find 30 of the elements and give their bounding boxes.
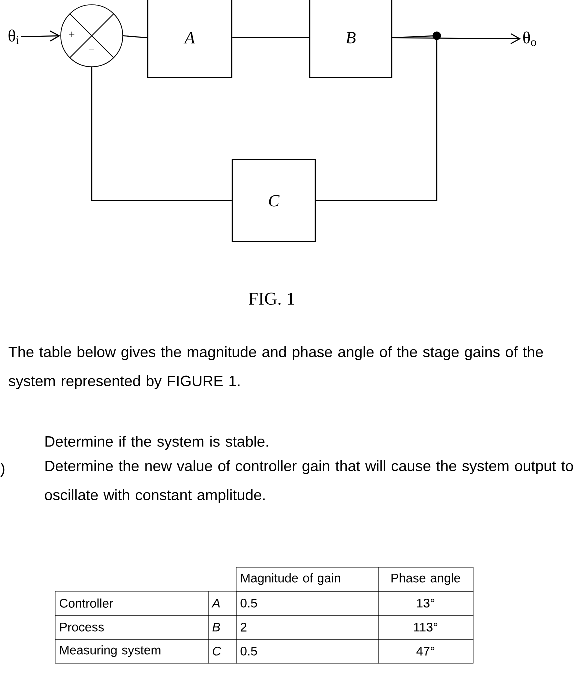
table-cell: 13°: [378, 591, 474, 616]
table-cell: 0.5: [236, 591, 379, 616]
table-cell: A: [208, 591, 237, 616]
question-text: Determine if the system is stable.: [46, 436, 268, 450]
block-box: A: [147, 0, 233, 79]
table-cell: Phase angle: [378, 567, 474, 592]
table-cell: C: [208, 639, 237, 664]
block-box: C: [232, 159, 316, 243]
table-cell: Magnitude of gain: [236, 567, 379, 592]
block-box: B: [309, 0, 393, 79]
summing-junction: + −: [60, 4, 124, 68]
connector-line: [316, 35, 438, 202]
table-cell: B: [208, 615, 237, 640]
table-cell: 113°: [378, 615, 474, 640]
table-cell: 0.5: [236, 639, 379, 664]
figure-caption: FIG. 1: [249, 292, 294, 306]
item-marker: ): [0, 463, 5, 477]
table-cell: Controller: [55, 591, 209, 616]
table-cell: Measuring system: [55, 639, 209, 664]
paragraph: The table below gives the magnitude and phase angle of the stage gains of the system represented by FIGURE 1.: [8, 346, 544, 390]
question-text: Determine the new value of controller gain that will cause the system output to oscillate with constant amplitude.: [45, 460, 574, 504]
table-cell: Process: [55, 615, 209, 640]
signal-label: θ$_{i}$: [8, 30, 20, 44]
connector-line: [123, 35, 148, 39]
table-cell: 47°: [378, 639, 474, 664]
connector-line: [22, 30, 61, 42]
connector-line: [232, 37, 310, 39]
signal-label: θ$_{o}$: [524, 32, 536, 46]
table-cell: 2: [236, 615, 379, 640]
connector-line: [91, 67, 232, 202]
